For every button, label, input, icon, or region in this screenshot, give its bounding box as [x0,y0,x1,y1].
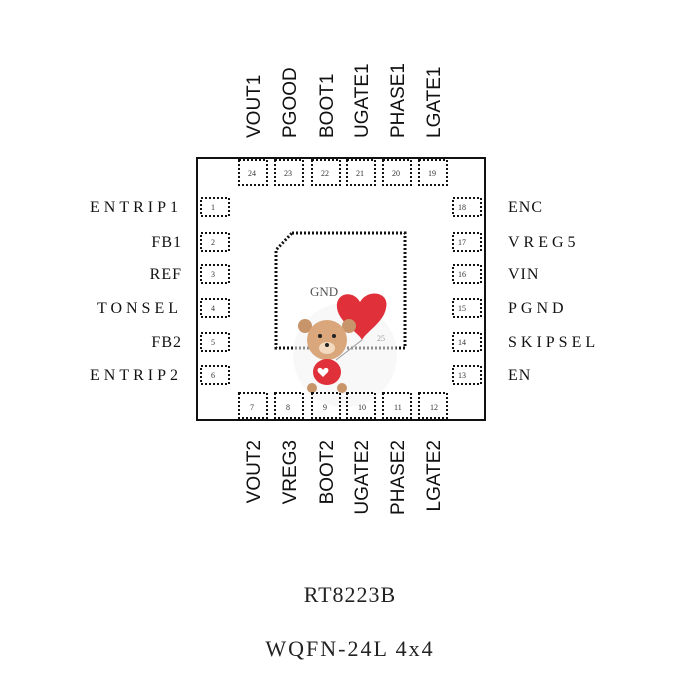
pin-pad-15 [452,298,482,318]
pin-pad-11 [382,392,412,419]
pin-number-6: 6 [211,371,215,380]
pin-pad-10 [346,392,376,419]
pin-name-6: ENTRIP2 [90,367,182,384]
pin-name-14: SKIPSEL [508,334,599,351]
pin-number-8: 8 [286,403,290,412]
pin-pad-3 [200,264,230,284]
pin-number-16: 16 [458,270,466,279]
pin-pad-13 [452,365,482,385]
pin-number-19: 19 [428,169,436,178]
pin-name-19: LGATE1 [424,67,445,138]
pin-number-17: 17 [458,238,466,247]
pin-pad-21 [346,159,376,186]
pin-number-4: 4 [211,304,215,313]
pin-name-13: EN [508,367,531,384]
pin-pads [200,159,482,419]
pin-number-11: 11 [394,403,402,412]
pin-name-7: VOUT2 [244,440,265,503]
pin-number-18: 18 [458,203,466,212]
pin-name-4: TONSEL [97,300,182,317]
pin-number-10: 10 [358,403,366,412]
pin-number-20: 20 [392,169,400,178]
pin-pad-6 [200,365,230,385]
package-name: WQFN-24L 4x4 [265,636,435,661]
pin-pad-17 [452,232,482,252]
pin-pad-22 [311,159,341,186]
pin-name-10: UGATE2 [352,440,373,515]
teddy-bear-sticker-icon [293,293,397,407]
pin-pad-8 [274,392,304,419]
pin-name-5: FB2 [151,334,182,351]
pin-name-21: UGATE1 [352,63,373,138]
pin-name-18: ENC [508,199,543,216]
pin-name-12: LGATE2 [424,440,445,511]
pin-pad-2 [200,232,230,252]
center-pad-label: GND [310,284,338,299]
pin-pad-20 [382,159,412,186]
pin-name-15: PGND [508,300,568,317]
pin-name-24: VOUT1 [244,75,265,138]
pin-name-20: PHASE1 [388,63,409,138]
pin-pad-4 [200,298,230,318]
pin-number-7: 7 [250,403,254,412]
pin-number-5: 5 [211,338,215,347]
pin-number-12: 12 [430,403,438,412]
pin-name-22: BOOT1 [317,74,338,138]
pin-pad-5 [200,332,230,352]
pin-name-8: VREG3 [280,440,301,504]
pin-pad-12 [418,392,448,419]
pin-pad-7 [238,392,268,419]
pin-pad-19 [418,159,448,186]
pin-pad-1 [200,197,230,217]
pin-pad-9 [311,392,341,419]
pin-name-9: BOOT2 [317,440,338,504]
pin-number-1: 1 [211,203,215,212]
pin-name-1: ENTRIP1 [90,199,182,216]
pin-number-13: 13 [458,371,466,380]
pin-name-17: VREG5 [508,234,580,251]
pin-name-2: FB1 [151,234,182,251]
pin-number-22: 22 [321,169,329,178]
pin-number-3: 3 [211,270,215,279]
pin-pad-23 [274,159,304,186]
pin-pad-18 [452,197,482,217]
pin-name-16: VIN [508,266,539,283]
pin-number-21: 21 [356,169,364,178]
pin-number-2: 2 [211,238,215,247]
pin-number-24: 24 [248,169,256,178]
pin-number-23: 23 [284,169,292,178]
pin-name-3: REF [150,266,182,283]
pin-name-23: PGOOD [280,67,301,138]
pin-name-11: PHASE2 [388,440,409,515]
pin-pad-16 [452,264,482,284]
pin-number-15: 15 [458,304,466,313]
pin-number-9: 9 [323,403,327,412]
pin-pad-14 [452,332,482,352]
part-number: RT8223B [303,582,397,607]
pin-number-14: 14 [458,338,466,347]
pin-pad-24 [238,159,268,186]
